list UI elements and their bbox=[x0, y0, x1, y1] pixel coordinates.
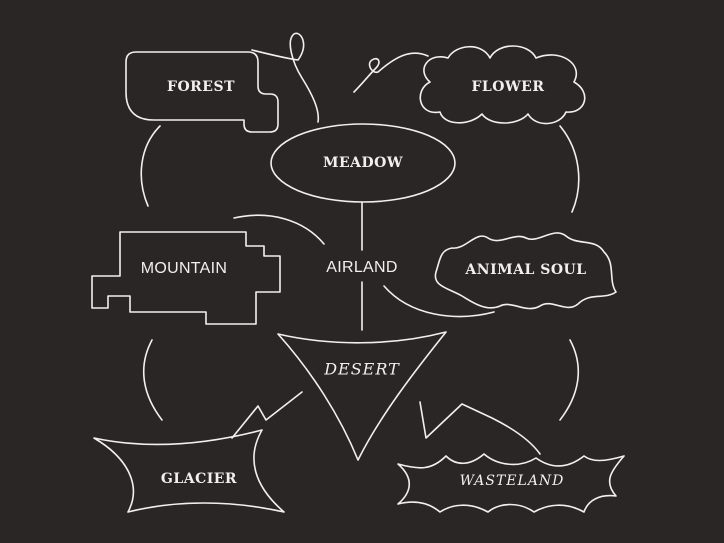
animal-soul-label: ANIMAL SOUL bbox=[464, 262, 586, 278]
node-airland: AIRLAND bbox=[326, 259, 397, 276]
meadow-shape bbox=[270, 123, 456, 203]
connector-zigzag-left bbox=[231, 391, 303, 439]
node-desert: DESERT bbox=[277, 331, 447, 461]
flower-shape bbox=[419, 45, 586, 125]
connector-arc-forest-left bbox=[140, 125, 161, 207]
meadow-label: MEADOW bbox=[323, 155, 403, 171]
forest-shape bbox=[125, 51, 279, 133]
node-wasteland: WASTELAND bbox=[397, 453, 625, 513]
connector-arc-animal-right bbox=[559, 339, 580, 421]
forest-label: FOREST bbox=[167, 79, 235, 95]
node-glacier: GLACIER bbox=[93, 429, 285, 513]
glacier-label: GLACIER bbox=[161, 471, 237, 487]
mountain-label: MOUNTAIN bbox=[141, 260, 228, 277]
connector-arc-flower-right bbox=[559, 125, 580, 213]
connector-forest-swirl bbox=[251, 32, 320, 123]
flower-label: FLOWER bbox=[471, 79, 544, 95]
connector-zigzag-right bbox=[419, 401, 541, 455]
connector-arc-mountain-center bbox=[233, 214, 325, 245]
node-meadow: MEADOW bbox=[270, 123, 456, 203]
glacier-shape bbox=[93, 429, 285, 513]
connector-flower-loop bbox=[353, 52, 429, 93]
animal-soul-shape bbox=[434, 232, 617, 310]
node-mountain: MOUNTAIN bbox=[91, 231, 281, 325]
node-flower: FLOWER bbox=[419, 45, 586, 125]
node-forest: FOREST bbox=[125, 51, 279, 133]
connector-arc-center-animal bbox=[383, 285, 495, 318]
airland-label: AIRLAND bbox=[326, 259, 397, 276]
node-animal-soul: ANIMAL SOUL bbox=[434, 232, 617, 310]
mountain-shape bbox=[91, 231, 281, 325]
wasteland-label: WASTELAND bbox=[460, 473, 565, 489]
connector-lines bbox=[140, 32, 580, 455]
connector-arc-mountain-left bbox=[142, 339, 163, 421]
wasteland-shape bbox=[397, 453, 625, 513]
desert-shape bbox=[277, 331, 447, 461]
desert-label: DESERT bbox=[323, 360, 400, 379]
